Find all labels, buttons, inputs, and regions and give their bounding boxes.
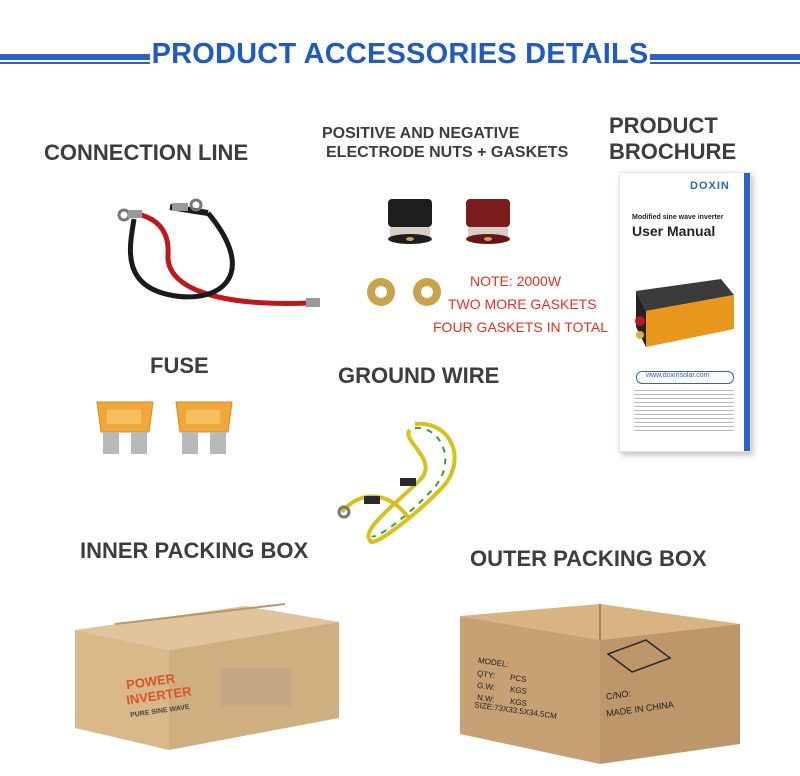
brochure-cover: DOXIN Modified sine wave inverter User M…: [619, 172, 751, 452]
header-rule-right: [650, 54, 800, 60]
note-line2: TWO MORE GASKETS: [448, 296, 597, 312]
note-line1: NOTE: 2000W: [470, 273, 562, 289]
outer-box-label: OUTER PACKING BOX: [470, 546, 707, 571]
header-rule-right-thin: [650, 62, 800, 64]
ground-wire-label: GROUND WIRE: [338, 363, 500, 388]
brochure-brand: DOXIN: [690, 180, 730, 192]
red-electrode-nut: [466, 199, 510, 244]
brochure-inverter-image: [635, 279, 734, 347]
header-rule-left-thin: [0, 62, 150, 64]
brochure-label-line1: PRODUCT: [609, 113, 718, 138]
connection-cable-image: [117, 198, 320, 307]
inner-box-image: [75, 603, 339, 750]
gasket-2: [413, 278, 441, 306]
brochure-website: www.doxinsolar.com: [646, 372, 710, 379]
nuts-label-line2: ELECTRODE NUTS + GASKETS: [326, 144, 569, 161]
brochure-body-text: [634, 387, 734, 431]
ground-wire-image: [337, 421, 457, 544]
brochure-website-bar: [636, 371, 734, 384]
fuse-2: [175, 401, 233, 454]
nuts-label-line1: POSITIVE AND NEGATIVE: [322, 125, 520, 142]
page-title: PRODUCT ACCESSORIES DETAILS: [151, 38, 649, 70]
black-electrode-nut: [388, 199, 432, 244]
brochure-spine: [744, 173, 750, 451]
fuse-label: FUSE: [150, 353, 209, 378]
brochure-title: User Manual: [632, 223, 716, 239]
brochure-label-line2: BROCHURE: [609, 139, 737, 164]
brochure-subtitle: Modified sine wave inverter: [632, 214, 724, 221]
outer-box-image: [460, 604, 740, 764]
note-line3: FOUR GASKETS IN TOTAL: [433, 319, 609, 335]
fuse-1: [96, 401, 154, 454]
connection-line-label: CONNECTION LINE: [44, 140, 249, 165]
gasket-1: [367, 278, 395, 306]
header-rule-left: [0, 54, 150, 60]
inner-box-label: INNER PACKING BOX: [80, 538, 309, 563]
